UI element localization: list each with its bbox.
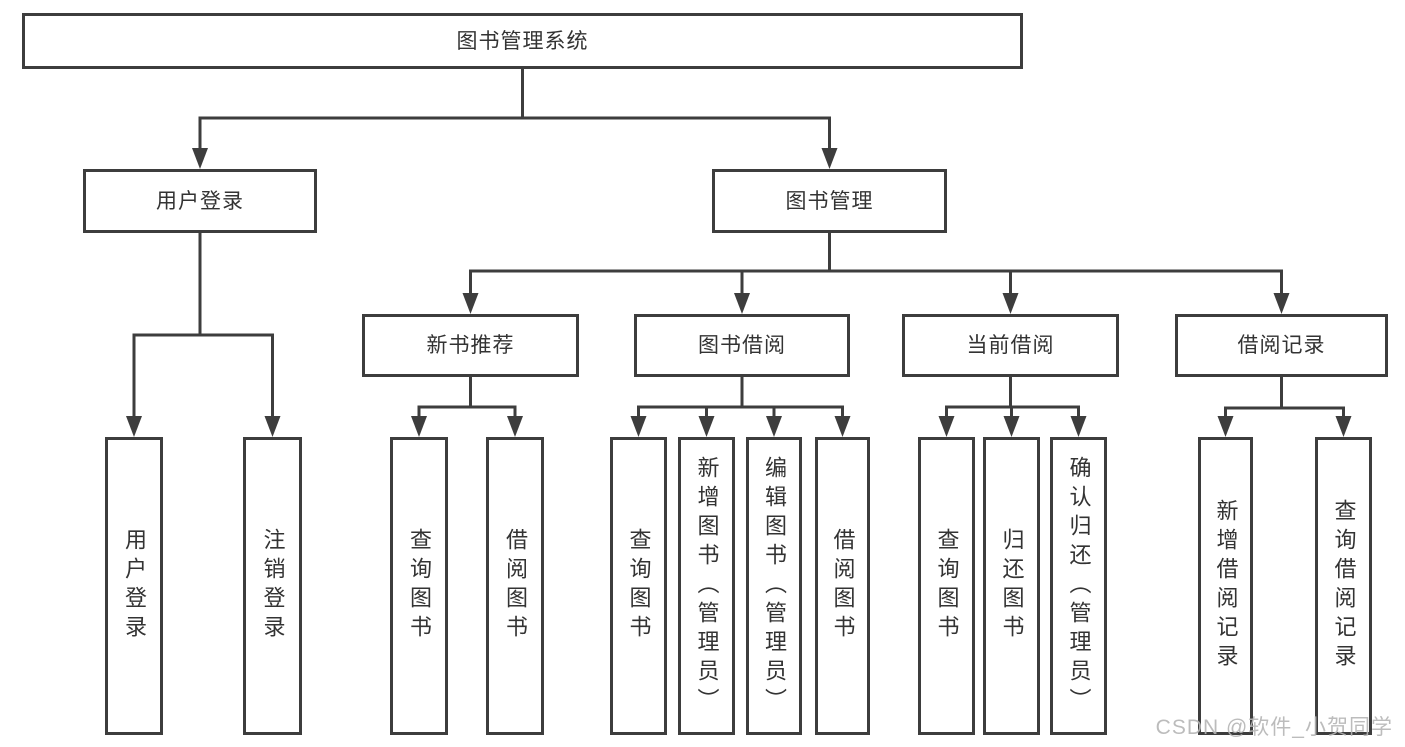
node-label-mgmt: 图书管理 (785, 189, 874, 213)
node-current: 当前借阅 (902, 314, 1119, 377)
node-label-newbook-2: 借阅图书 (503, 528, 528, 644)
edge-root (192, 69, 838, 169)
node-current-1: 查询图书 (918, 437, 975, 735)
node-label-current-3: 确认归还（管理员） (1066, 455, 1092, 717)
node-newbook-2: 借阅图书 (486, 437, 544, 735)
node-label-borrow-3: 编辑图书（管理员） (762, 455, 787, 717)
node-current-2: 归还图书 (983, 437, 1040, 735)
node-borrow: 图书借阅 (634, 314, 850, 377)
node-label-current-2: 归还图书 (999, 528, 1025, 644)
node-newbook: 新书推荐 (362, 314, 579, 377)
node-label-newbook-1: 查询图书 (407, 528, 432, 644)
node-label-borrow-2: 新增图书（管理员） (694, 455, 720, 717)
edge-record (1217, 377, 1352, 437)
node-label-current-1: 查询图书 (934, 528, 960, 644)
node-borrow-3: 编辑图书（管理员） (746, 437, 802, 735)
node-borrow-2: 新增图书（管理员） (678, 437, 735, 735)
node-mgmt: 图书管理 (712, 169, 947, 233)
watermark-text: CSDN @软件_小贺同学 (1155, 716, 1393, 739)
node-label-record: 借阅记录 (1237, 334, 1326, 357)
node-newbook-1: 查询图书 (390, 437, 448, 735)
edge-newbook (411, 377, 523, 437)
node-root: 图书管理系统 (22, 13, 1023, 69)
node-label-borrow-4: 借阅图书 (830, 528, 856, 644)
node-record-2: 查询借阅记录 (1315, 437, 1372, 735)
node-label-newbook: 新书推荐 (426, 334, 515, 357)
node-login: 用户登录 (83, 169, 317, 233)
node-current-3: 确认归还（管理员） (1050, 437, 1107, 735)
node-login-1: 用户登录 (105, 437, 163, 735)
node-record-1: 新增借阅记录 (1198, 437, 1253, 735)
edge-mgmt (462, 233, 1290, 314)
node-label-current: 当前借阅 (966, 334, 1055, 357)
node-label-login-2: 注销登录 (260, 528, 286, 644)
node-label-login-1: 用户登录 (122, 528, 147, 644)
edge-current (938, 377, 1087, 437)
node-borrow-1: 查询图书 (610, 437, 667, 735)
node-login-2: 注销登录 (243, 437, 302, 735)
node-label-record-1: 新增借阅记录 (1213, 499, 1239, 673)
node-borrow-4: 借阅图书 (815, 437, 870, 735)
node-label-root: 图书管理系统 (456, 29, 589, 53)
edge-borrow (630, 377, 851, 437)
node-label-login: 用户登录 (156, 189, 244, 213)
node-record: 借阅记录 (1175, 314, 1388, 377)
edge-login (126, 233, 281, 437)
node-label-record-2: 查询借阅记录 (1331, 499, 1357, 673)
node-label-borrow: 图书借阅 (698, 334, 786, 357)
node-label-borrow-1: 查询图书 (626, 528, 652, 644)
